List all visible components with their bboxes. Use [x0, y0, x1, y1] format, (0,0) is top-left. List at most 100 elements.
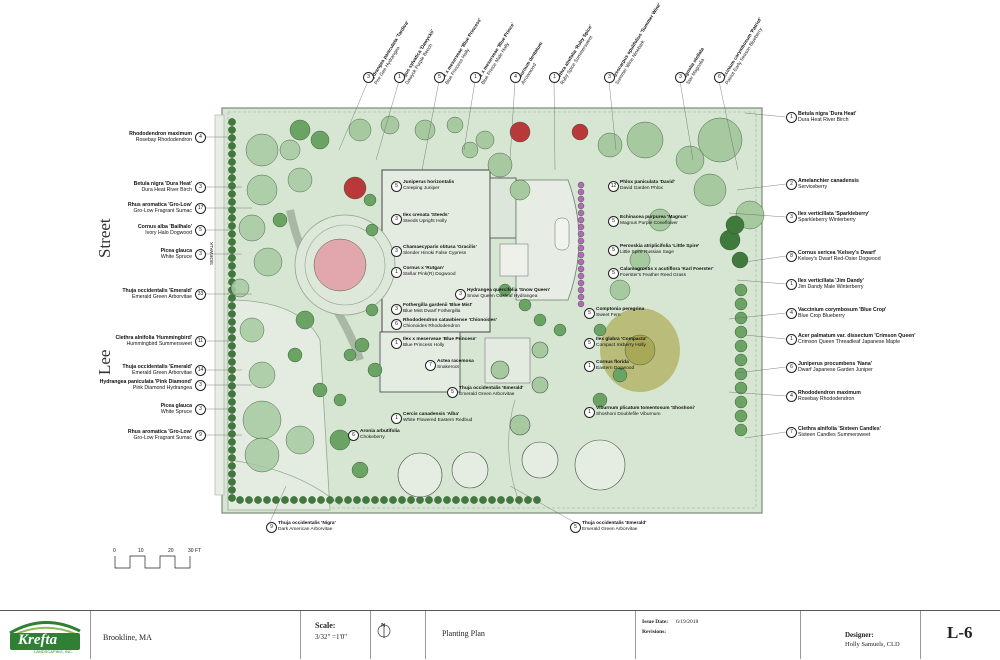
tree-symbol [246, 174, 278, 206]
perennial-symbol [577, 188, 585, 196]
left_labels-quantity-badge: 3 [195, 404, 206, 415]
left_labels-quantity-badge: 5 [195, 225, 206, 236]
left_labels-botanical-name: Rhus aromatica 'Gro-Low' [127, 429, 192, 435]
leader-line [728, 312, 787, 320]
tree-symbol [248, 361, 276, 389]
arborvitae-symbol [228, 294, 236, 302]
shrub-symbol [312, 382, 328, 398]
arborvitae-symbol [228, 342, 236, 350]
arborvitae-symbol [479, 496, 487, 504]
left_labels-quantity-badge: 3 [195, 380, 206, 391]
inner_labels-common-name: Creeping Juniper [403, 185, 440, 191]
bottom_labels-label-0: Thuja occidentalis 'Nigra'Dark American … [278, 521, 336, 532]
scale-tick-10: 10 [138, 548, 144, 554]
left_labels-common-name: White Spruce [160, 409, 192, 415]
inner_labels-quantity-badge: 3 [391, 304, 402, 315]
left_labels-common-name: Gro-Low Fragrant Sumac [133, 435, 192, 441]
arborvitae-symbol [228, 222, 236, 230]
right_labels-quantity-badge: 1 [786, 334, 797, 345]
top_labels-quantity-badge: 1 [470, 72, 481, 83]
inner_labels-common-name: Shoshoni Doublefile Viburnum [596, 411, 661, 417]
inner_labels-botanical-name: Echinacea purpurea 'Magnus' [620, 215, 688, 220]
shrub-symbol [734, 409, 748, 423]
right_labels-label-3: Cornus sericea 'Kelsey's Dwarf'Kelsey's … [798, 250, 881, 262]
arborvitae-symbol [228, 462, 236, 470]
inner_labels-common-name: David Garden Phlox [620, 185, 663, 191]
bottom_labels-common-name: Emerald Green Arborvitae [582, 526, 638, 532]
inner_labels-common-name: Chionoides Rhododendron [403, 323, 461, 329]
right_labels-quantity-badge: 3 [786, 212, 797, 223]
right_labels-botanical-name: Rhododendron maximum [798, 390, 861, 396]
right_labels-quantity-badge: 1 [786, 112, 797, 123]
inner_labels-quantity-badge: 5 [391, 181, 402, 192]
arborvitae-symbol [533, 496, 541, 504]
inner_labels-label-16: Phlox paniculata 'David'David Garden Phl… [620, 180, 675, 191]
inner_labels-quantity-badge: 7 [425, 360, 436, 371]
left_labels-botanical-name: Rhus aromatica 'Gro-Low' [127, 202, 192, 208]
arborvitae-symbol [228, 254, 236, 262]
tree-symbol [693, 173, 727, 207]
inner_labels-label-9: Cercis canadensis 'Alba'White Flowered E… [403, 412, 472, 423]
inner_labels-common-name: Blue Princess Holly [403, 342, 445, 348]
leader-line [463, 80, 476, 151]
right_labels-common-name: Kelsey's Dwarf Red-Osier Dogwood [798, 256, 881, 262]
inner_labels-botanical-name: Perovskia atriplicifolia 'Little Spire' [620, 244, 700, 249]
arborvitae-symbol [470, 496, 478, 504]
right_labels-label-4: Ilex verticillata 'Jim Dandy'Jim Dandy M… [798, 278, 864, 290]
left_labels-common-name: Gro-Low Fragrant Sumac [133, 208, 192, 214]
inner_labels-label-3: Cornus x 'Rutgan'Stellar Pink(R) Dogwood [403, 266, 456, 277]
perennial-symbol [577, 237, 585, 245]
canopy-tree-symbol [509, 414, 531, 436]
canopy-tree-symbol [397, 452, 443, 498]
right_labels-label-2: Ilex verticillata 'Sparkleberry'Sparkleb… [798, 211, 869, 223]
tree-symbol [597, 132, 623, 158]
tree-symbol [475, 130, 495, 150]
arborvitae-symbol [506, 496, 514, 504]
inner_labels-common-name: Blue Mist Dwarf Fothergilla [403, 308, 461, 314]
arborvitae-symbol [254, 496, 262, 504]
inner_labels-quantity-badge: 6 [348, 430, 359, 441]
inner_labels-label-13: Ilex glabra 'Compacta'Compact Inkberry H… [596, 337, 647, 348]
winterberry-symbol [731, 251, 749, 269]
shrub-symbol [498, 283, 512, 297]
shrub-symbol [367, 362, 383, 378]
canopy-tree-symbol [531, 376, 549, 394]
left_labels-botanical-name: Picea glauca [160, 248, 192, 254]
arborvitae-symbol [416, 496, 424, 504]
right_labels-label-0: Betula nigra 'Dura Heat'Dura Heat River … [798, 111, 856, 123]
left_labels-common-name: White Spruce [160, 254, 192, 260]
arborvitae-symbol [497, 496, 505, 504]
shrub-symbol [592, 392, 608, 408]
left_labels-label-8: Hydrangea paniculata 'Pink Diamond'Pink … [100, 379, 192, 391]
top_labels-quantity-badge: 3 [675, 72, 686, 83]
tree-symbol [675, 145, 705, 175]
tree-symbol [609, 279, 631, 301]
arborvitae-symbol [515, 496, 523, 504]
perennial-symbol [577, 293, 585, 301]
left_labels-label-3: Cornus alba 'Bailhalo'Ivory Halo Dogwood [138, 224, 192, 236]
shrub-symbol [354, 337, 370, 353]
inner_labels-quantity-badge: 12 [608, 181, 619, 192]
inner_labels-common-name: Little Spire Russian Sage [620, 249, 674, 255]
perennial-symbol [577, 244, 585, 252]
arborvitae-symbol [290, 496, 298, 504]
arborvitae-symbol [228, 198, 236, 206]
arborvitae-symbol [228, 262, 236, 270]
inner_labels-botanical-name: Hydrangea quercifolia 'Snow Queen' [467, 288, 551, 293]
scale-tick-20: 20 [168, 548, 174, 554]
arborvitae-symbol [452, 496, 460, 504]
tree-symbol [487, 152, 513, 178]
round-terrace-inner [304, 224, 386, 306]
arborvitae-symbol [228, 142, 236, 150]
tree-symbol [697, 117, 743, 163]
tree-symbol [245, 133, 279, 167]
arborvitae-symbol [228, 310, 236, 318]
graphic-scale-bar [114, 555, 191, 569]
arborvitae-symbol [344, 496, 352, 504]
right_labels-botanical-name: Vaccinium corymbosum 'Blue Crop' [798, 307, 887, 313]
tree-symbol [285, 425, 315, 455]
shrub-symbol [734, 367, 748, 381]
perennial-symbol [577, 216, 585, 224]
inner_labels-quantity-badge: 5 [608, 216, 619, 227]
